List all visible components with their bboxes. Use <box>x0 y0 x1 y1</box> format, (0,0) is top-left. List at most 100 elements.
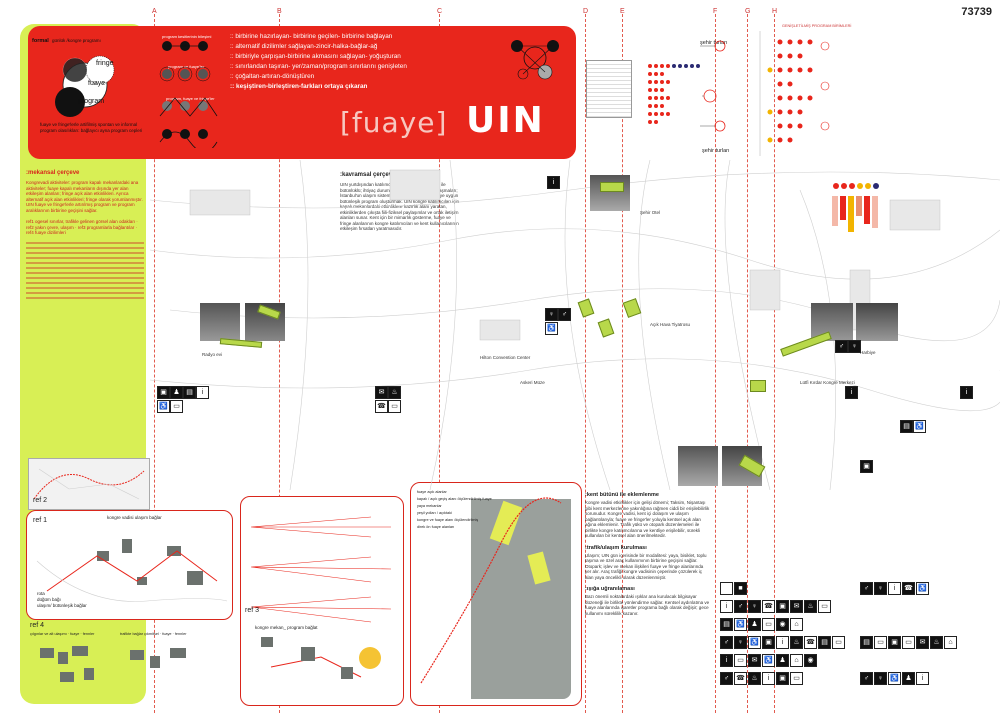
bus-icon: ▣ <box>776 600 789 613</box>
info-icon: i <box>720 600 733 613</box>
ref4-block <box>150 656 160 668</box>
person-icon: ♟ <box>748 618 761 631</box>
ref4-sub2: trafikte bağlar çıkmitsel · fuaye · fenn… <box>120 632 187 636</box>
ref-list: ref1 ogesel sınırlar, trafikle gelinen g… <box>26 219 138 235</box>
kavramsal-title: :kavramsal çerçeve <box>340 172 396 178</box>
restroom-icon: ♀ <box>748 600 761 613</box>
sehir-turlari-label-2: şehir turları <box>702 148 730 154</box>
sheet-number: 73739 <box>961 6 992 18</box>
ref4-label: ref 4 <box>30 622 45 629</box>
render-photo <box>590 175 630 211</box>
col-letter-e: E <box>620 8 625 15</box>
map-legend-item: kongre ve fuaye alanı ölçülendirilmiş <box>417 518 479 522</box>
ref4-block <box>60 672 74 682</box>
taxi-icon: ▤ <box>183 386 196 399</box>
fuaye-label: fuaye <box>88 80 106 87</box>
formal-desc: günlük /kongre programı <box>52 38 101 43</box>
map-legend-item: yeşil yolları / açıktaki <box>417 511 452 515</box>
accessible-icon: ♿ <box>734 618 747 631</box>
ref1-title: kongre vadisi ulaşım bağlar <box>107 515 162 520</box>
aerial-photo <box>471 499 571 699</box>
food-icon: ♨ <box>388 386 401 399</box>
slogan-line: :: birbiriyle çarpışan-birbirine akmasın… <box>230 53 401 60</box>
car-icon: ▭ <box>832 636 845 649</box>
ref1-panel: ref 1 kongre vadisi ulaşım bağlar rota d… <box>26 510 233 620</box>
ref4-block <box>40 648 54 658</box>
col-letter-d: D <box>583 8 589 15</box>
col-letter-c: C <box>437 8 443 15</box>
info-icon: i <box>196 386 209 399</box>
grid-line <box>585 14 586 713</box>
info-icon: i <box>762 672 775 685</box>
render-photo <box>856 303 898 341</box>
food-icon: ♨ <box>748 672 761 685</box>
aerial-map-panel: fuaye açık alanlar kapalı / açık geçiş a… <box>410 482 582 706</box>
map-label: Hilton Convention Center <box>480 355 531 360</box>
blank-square-icon <box>720 582 733 595</box>
phone-icon: ☎ <box>375 400 388 413</box>
food-icon: ♨ <box>804 600 817 613</box>
info-icon: i <box>776 636 789 649</box>
col-letter-a: A <box>152 8 157 15</box>
accessible-icon: ♿ <box>157 400 170 413</box>
grid-line <box>622 14 623 713</box>
mail-icon: ✉ <box>375 386 388 399</box>
col-letter-g: G <box>745 8 751 15</box>
ref4-block <box>58 652 68 664</box>
info-icon: i <box>888 582 901 595</box>
map-label: Açık Hava Tiyatrosu <box>650 322 691 327</box>
fringe-label: fringe <box>96 60 114 67</box>
ref2-label: ref 2 <box>33 497 48 504</box>
isik-title: :ışığa uğranılaması <box>585 586 635 592</box>
person-icon: ♟ <box>776 654 789 667</box>
bus-icon: ▣ <box>157 386 170 399</box>
shop-icon: ⌂ <box>790 618 803 631</box>
restroom-icon: ♂ <box>720 636 733 649</box>
camera-icon: ◉ <box>804 654 817 667</box>
ref3-label: ref 3 <box>245 607 260 614</box>
car-icon: ▭ <box>790 672 803 685</box>
bed-icon: ▭ <box>762 618 775 631</box>
grid-line <box>715 14 716 713</box>
accessible-icon: ♿ <box>748 636 761 649</box>
isik-body: Bazı önemli noktalardaki ışıklar ana kur… <box>585 594 710 616</box>
slogan-line: :: alternatif dizilimler sağlayan-zincir… <box>230 43 378 50</box>
mekansal-title: :mekansal çerçeve <box>26 170 80 176</box>
mekansal-section: :mekansal çerçeve Kongrevadi aktiviteler… <box>26 170 144 302</box>
map-legend-item: fuaye açık alanlar <box>417 490 447 494</box>
bus-icon: ▣ <box>762 636 775 649</box>
restroom-icon: ♀ <box>874 672 887 685</box>
slogan-line: :: sınırlandan taşıran- yer/zaman/progra… <box>230 63 407 70</box>
seq-label-2: program ve fuaye'ler <box>168 64 205 69</box>
ref3-panel: ref 3 kongre mekan_ program bağlat <box>240 496 404 706</box>
restroom-icon: ♀ <box>734 636 747 649</box>
green-element <box>750 380 766 392</box>
map-label: Askeri Müze <box>520 380 545 385</box>
sehir-turlari-label: şehir turları <box>700 40 728 46</box>
ref2-map: ref 2 <box>28 458 150 510</box>
trafik-title: :trafik/ulaşım kurulması <box>585 544 647 551</box>
accessible-icon: ♿ <box>888 672 901 685</box>
bus-icon: ▣ <box>776 672 789 685</box>
col-letter-f: F <box>713 8 718 15</box>
info-icon: i <box>547 176 560 189</box>
mail-icon: ✉ <box>748 654 761 667</box>
ref1-label: ref 1 <box>33 517 48 524</box>
map-label: Radyo evi <box>202 352 223 357</box>
accessible-icon: ♿ <box>916 582 929 595</box>
seq-label-1: program kesitlerinin bileşimi <box>162 34 212 39</box>
brand-logo: UIN <box>466 100 545 141</box>
mail-icon: ✉ <box>916 636 929 649</box>
bus-icon: ▣ <box>888 636 901 649</box>
bed-icon: ▭ <box>902 636 915 649</box>
seq-label-3: program, fuaye ve fringe'ler <box>166 96 215 101</box>
food-icon: ♨ <box>930 636 943 649</box>
accessible-icon: ♿ <box>545 322 558 335</box>
restroom-icon: ♂ <box>720 672 733 685</box>
person-icon: ♟ <box>902 672 915 685</box>
ref4-block <box>84 668 94 680</box>
render-photo <box>200 303 240 341</box>
col-letter-b: B <box>277 8 282 15</box>
diagram-caption: fuaye ve fringe'lerle artifilmiş spontan… <box>40 122 143 133</box>
accessible-icon: ♿ <box>762 654 775 667</box>
